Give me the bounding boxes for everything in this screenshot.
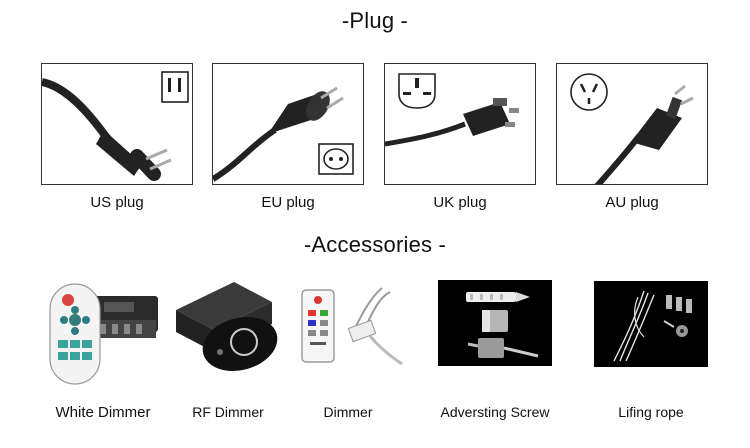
au-plug-label: AU plug bbox=[605, 194, 659, 211]
white-dimmer-label: White Dimmer bbox=[55, 404, 151, 421]
dimmer-label: Dimmer bbox=[323, 404, 373, 420]
white-dimmer-image bbox=[42, 280, 164, 390]
rf-dimmer-image bbox=[172, 272, 284, 376]
advertising-screw-image bbox=[438, 280, 552, 366]
rf-dimmer-label: RF Dimmer bbox=[192, 404, 264, 420]
plug-section-title: -Plug - bbox=[341, 8, 409, 33]
accessories-section-title: -Accessories - bbox=[303, 232, 447, 257]
uk-plug-label: UK plug bbox=[433, 194, 487, 211]
advertising-screw-label: Adversting Screw bbox=[440, 404, 550, 420]
eu-plug-icon bbox=[213, 86, 354, 182]
advertising-screw-icon bbox=[466, 292, 539, 358]
lifting-rope-label: Lifing rope bbox=[618, 404, 684, 420]
white-dimmer-remote-icon bbox=[49, 283, 158, 385]
us-plug-image bbox=[41, 63, 193, 185]
au-plug-icon bbox=[570, 73, 694, 184]
rf-dimmer-controller-icon bbox=[176, 282, 278, 371]
au-plug-image bbox=[556, 63, 708, 185]
us-plug-icon bbox=[42, 71, 189, 181]
lifting-rope-image bbox=[594, 281, 708, 367]
eu-plug-image bbox=[212, 63, 364, 185]
dimmer-image bbox=[292, 284, 404, 370]
us-plug-label: US plug bbox=[90, 194, 144, 211]
dimmer-remote-icon bbox=[301, 287, 403, 366]
uk-plug-icon bbox=[385, 73, 519, 147]
uk-plug-image bbox=[384, 63, 536, 185]
lifting-rope-icon bbox=[613, 290, 692, 362]
eu-plug-label: EU plug bbox=[261, 194, 315, 211]
